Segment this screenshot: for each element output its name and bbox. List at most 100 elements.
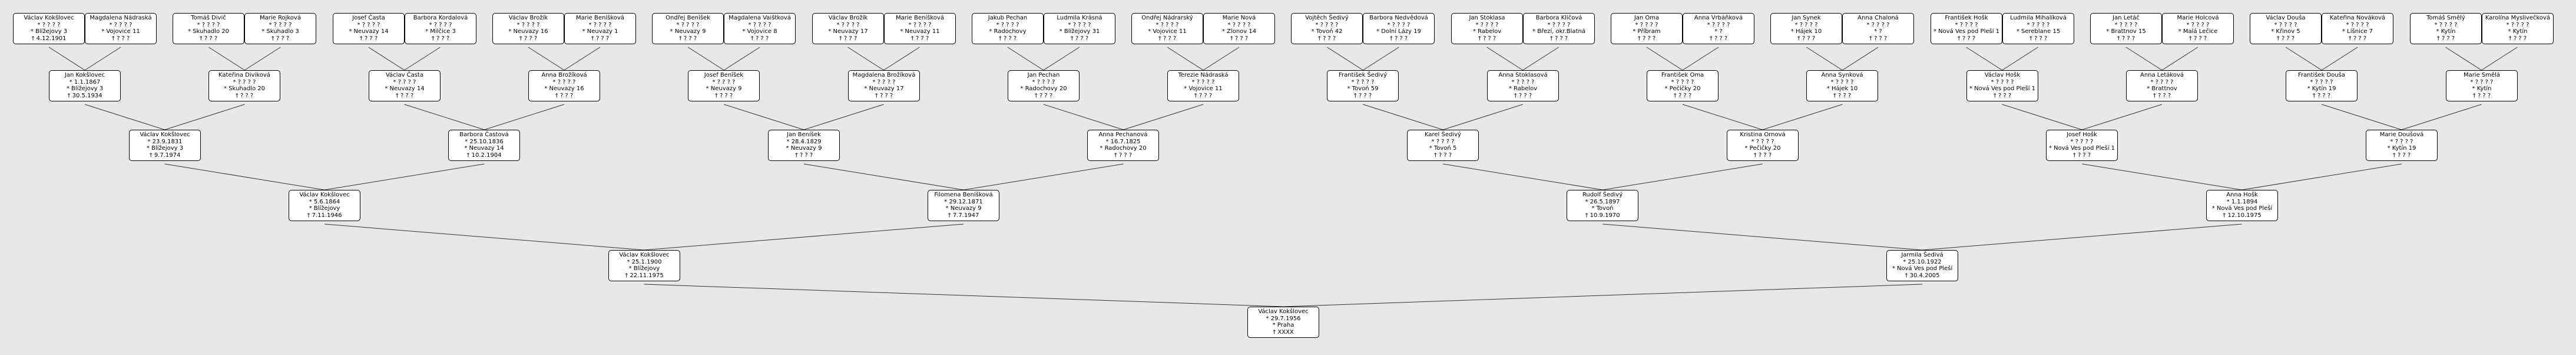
person-box-g3-6[interactable]: Magdalena Brožíková* ? ? ? ?* Neuvazy 17… [848, 70, 920, 101]
person-box-g3-10[interactable]: Anna Stoklasová* ? ? ? ?* Rabelov† ? ? ? [1487, 70, 1559, 101]
person-box-g4-32[interactable]: Karolína Myslivečková* ? ? ? ?* Kytín† ?… [2482, 13, 2554, 44]
person-box-g2-7[interactable]: Josef Hošk* ? ? ? ?* Nová Ves pod Pleší … [2046, 130, 2118, 161]
person-box-g3-8[interactable]: Terezie Nádraská* ? ? ? ?* Vojovice 11† … [1167, 70, 1239, 101]
person-box-g4-29[interactable]: Václav Douša* ? ? ? ?* Křinov 5† ? ? ? [2250, 13, 2322, 44]
person-name: František Hošk [1945, 15, 1988, 21]
person-box-g2-3[interactable]: Jan Beníšek* 28.4.1829* Neuvazy 9† ? ? ? [768, 130, 840, 161]
person-box-g4-31[interactable]: Tomáš Smělý* ? ? ? ?* Kytín† ? ? ? [2410, 13, 2482, 44]
person-box-g2-5[interactable]: Karel Šedivý* ? ? ? ?* Tovoń 5† ? ? ? [1407, 130, 1479, 161]
person-box-g3-4[interactable]: Anna Brožíková* ? ? ? ?* Neuvazy 16† ? ?… [528, 70, 600, 101]
person-death: † 22.11.1975 [625, 272, 664, 279]
person-box-g3-16[interactable]: Marie Smělá* ? ? ? ?* Kytín† ? ? ? [2446, 70, 2518, 101]
person-place: * Pečičky 20 [1664, 86, 1701, 92]
person-box-g4-19[interactable]: Jan Stoklasa* ? ? ? ?* Rabelov† ? ? ? [1451, 13, 1523, 44]
person-death: † ? ? ? [2153, 92, 2171, 99]
person-box-g4-21[interactable]: Jan Oma* ? ? ? ?* Příbram† ? ? ? [1611, 13, 1683, 44]
person-box-g3-7[interactable]: Jan Pechan* ? ? ? ?* Radochovy 20† ? ? ? [1008, 70, 1080, 101]
person-box-root[interactable]: Václav Kokšlovec* 29.7.1956* Praha† XXXX [1247, 307, 1319, 338]
person-box-g4-28[interactable]: Marie Holcová* ? ? ? ?* Malá Lečice† ? ?… [2162, 13, 2234, 44]
person-box-g4-11[interactable]: Václav Brožík* ? ? ? ?* Neuvazy 17† ? ? … [812, 13, 884, 44]
person-name: Filomena Beníšková [934, 192, 993, 198]
person-name: Kristina Ornová [1740, 132, 1786, 138]
person-box-g4-25[interactable]: František Hošk* ? ? ? ?* Nová Ves pod Pl… [1931, 13, 2002, 44]
person-box-g3-2[interactable]: Kateřina Diviková* ? ? ? ?* Skuhadlo 20†… [208, 70, 280, 101]
person-box-g4-26[interactable]: Ludmila Mihalíková* ? ? ? ?* Sereblane 1… [2002, 13, 2074, 44]
person-box-g2-6[interactable]: Kristina Ornová* ? ? ? ?* Pečičky 20† ? … [1727, 130, 1799, 161]
person-box-g4-6[interactable]: Barbora Kordalová* ? ? ? ?* Milčice 3† ?… [405, 13, 476, 44]
person-box-g2-2[interactable]: Barbora Častová* 25.10.1836* Neuvazy 14†… [448, 130, 520, 161]
person-box-g4-7[interactable]: Václav Brožík* ? ? ? ?* Neuvazy 16† ? ? … [492, 13, 564, 44]
person-box-g0-2[interactable]: Jarmila Šedivá* 25.10.1922* Nová Ves pod… [1886, 250, 1958, 281]
person-box-g3-13[interactable]: Václav Hošk* ? ? ? ?* Nová Ves pod Pleší… [1966, 70, 2038, 101]
person-box-g3-1[interactable]: Jan Kokšlovec* 1.1.1867* Blížejovy 3† 30… [49, 70, 121, 101]
person-place: * Tovoń 42 [1311, 28, 1343, 35]
person-name: Anna Stoklasová [1498, 72, 1548, 78]
person-box-g4-12[interactable]: Marie Beníšková* ? ? ? ?* Neuvazy 11† ? … [884, 13, 956, 44]
person-birth: * ? ? ? ? [2150, 78, 2174, 86]
person-death: † ? ? ? [794, 152, 813, 159]
person-box-g4-17[interactable]: Vojtěch Šedivý* ? ? ? ?* Tovoń 42† ? ? ? [1291, 13, 1363, 44]
person-box-g4-16[interactable]: Marie Nová* ? ? ? ?* Zlonov 14† ? ? ? [1203, 13, 1275, 44]
person-box-g4-10[interactable]: Magdalena Vaištková* ? ? ? ?* Vojovice 8… [724, 13, 796, 44]
person-box-g2-4[interactable]: Anna Pechanová* 16.7.1825* Radochovy 20†… [1087, 130, 1159, 161]
person-box-g2-8[interactable]: Marie Doušová* ? ? ? ?* Kytín 19† ? ? ? [2366, 130, 2438, 161]
person-box-g1-2[interactable]: Filomena Beníšková* 29.12.1871* Neuvazy … [928, 190, 999, 221]
person-box-g4-18[interactable]: Barbora Nedvědová* ? ? ? ?* Dolní Lázy 1… [1363, 13, 1435, 44]
parent-link [2481, 47, 2518, 71]
person-birth: * ? ? ? ? [588, 21, 612, 28]
person-box-g4-1[interactable]: Václav Kokšlovec* ? ? ? ?* Blížejovy 3† … [13, 13, 85, 44]
person-box-g4-30[interactable]: Kateřina Nováková* ? ? ? ?* Líšnice 7† ?… [2322, 13, 2393, 44]
person-death: † ? ? ? [1753, 152, 1772, 159]
person-name: Kateřina Nováková [2329, 15, 2386, 21]
person-box-g3-14[interactable]: Anna Letáková* ? ? ? ?* Brattnov† ? ? ? [2126, 70, 2198, 101]
person-box-g3-11[interactable]: František Oma* ? ? ? ?* Pečičky 20† ? ? … [1647, 70, 1719, 101]
person-place: * Neuvazy 1 [582, 28, 618, 35]
person-box-g4-22[interactable]: Anna Vrbáňková* ? ? ? ?* ?† ? ? ? [1683, 13, 1754, 44]
person-name: Tomáš Divič [191, 15, 226, 21]
person-box-g4-9[interactable]: Ondřej Beníšek* ? ? ? ?* Neuvazy 9† ? ? … [652, 13, 724, 44]
person-birth: * ? ? ? ? [233, 78, 256, 86]
person-box-g4-3[interactable]: Tomáš Divič* ? ? ? ?* Skuhadlo 20† ? ? ? [173, 13, 244, 44]
person-box-g4-5[interactable]: Josef Časta* ? ? ? ?* Neuvazy 14† ? ? ? [333, 13, 405, 44]
person-box-g3-15[interactable]: František Douša* ? ? ? ?* Kytín 19† ? ? … [2286, 70, 2358, 101]
person-place: * Milčice 3 [425, 28, 456, 35]
person-birth: * ? ? ? ? [1475, 21, 1499, 28]
person-box-g1-4[interactable]: Anna Hošk* 1.1.1894* Nová Ves pod Pleší†… [2206, 190, 2278, 221]
parent-link [528, 47, 565, 71]
person-name: Anna Vrbáňková [1694, 15, 1743, 21]
person-box-g4-23[interactable]: Jan Synek* ? ? ? ?* Hájek 10† ? ? ? [1770, 13, 1842, 44]
parent-link [1327, 47, 1363, 71]
person-box-g4-2[interactable]: Magdalena Nádraská* ? ? ? ?* Vojovice 11… [85, 13, 157, 44]
person-place: * ? [1714, 28, 1723, 35]
person-box-g0-1[interactable]: Václav Kokšlovec* 25.1.1900* Blížejovy† … [608, 250, 680, 281]
person-box-g3-9[interactable]: František Šedivý* ? ? ? ?* Tovoń 59† ? ?… [1327, 70, 1399, 101]
person-place: * Kytín [2508, 28, 2528, 35]
person-box-g4-15[interactable]: Ondřej Nádrarský* ? ? ? ?* Vojovice 11† … [1131, 13, 1203, 44]
parent-link [164, 163, 325, 190]
person-death: † ? ? ? [1673, 92, 1692, 99]
person-box-g4-13[interactable]: Jakub Pechan* ? ? ? ?* Radochovy† ? ? ? [972, 13, 1044, 44]
person-box-g4-27[interactable]: Jan Letáč* ? ? ? ?* Brattnov 15† ? ? ? [2090, 13, 2162, 44]
person-place: * Radochovy 20 [1020, 86, 1067, 92]
person-box-g4-8[interactable]: Marie Beníšková* ? ? ? ?* Neuvazy 1† ? ?… [564, 13, 636, 44]
person-place: * Hájek 10 [1790, 28, 1822, 35]
person-box-g3-3[interactable]: Václav Časta* ? ? ? ?* Neuvazy 14† ? ? ? [369, 70, 441, 101]
person-box-g4-14[interactable]: Ludmila Krásná* ? ? ? ?* Blížejovy 31† ?… [1044, 13, 1115, 44]
person-box-g2-1[interactable]: Václav Kokšlovec* 23.9.1831* Blížejovy 3… [129, 130, 201, 161]
person-name: Jan Beníšek [787, 132, 821, 138]
person-box-g4-24[interactable]: Anna Chaloná* ? ? ? ?* ?† ? ? ? [1842, 13, 1914, 44]
person-name: Anna Chaloná [1857, 15, 1899, 21]
person-box-g4-4[interactable]: Marie Rojková* ? ? ? ?* Skuhadlo 3† ? ? … [244, 13, 316, 44]
person-name: Václav Kokšlovec [140, 132, 190, 138]
person-box-g3-5[interactable]: Josef Beníšek* ? ? ? ?* Neuvazy 9† ? ? ? [688, 70, 760, 101]
person-box-g1-3[interactable]: Rudolf Šedivý* 26.5.1897* Tovoń† 10.9.19… [1567, 190, 1638, 221]
person-death: † 12.10.1975 [2223, 212, 2262, 219]
person-box-g3-12[interactable]: Anna Synková* ? ? ? ?* Hájek 10† ? ? ? [1806, 70, 1878, 101]
person-box-g4-20[interactable]: Barbora Klíčová* ? ? ? ?* Březí, okr.Bla… [1523, 13, 1595, 44]
person-name: Josef Hošk [2067, 132, 2097, 138]
person-place: * Pečičky 20 [1744, 145, 1781, 152]
parent-link [208, 47, 245, 71]
person-death: † ? ? ? [2117, 35, 2135, 42]
parent-link [324, 163, 485, 190]
person-box-g1-1[interactable]: Václav Kokšlovec* 5.6.1864* Blížejovy† 7… [289, 190, 360, 221]
